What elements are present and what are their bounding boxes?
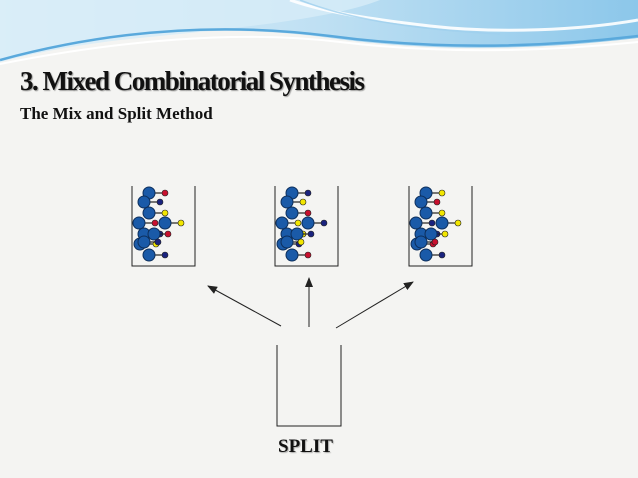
resin-bead bbox=[414, 195, 441, 209]
resin-bead bbox=[280, 235, 305, 249]
resin-bead bbox=[435, 216, 462, 230]
split-label: SPLIT bbox=[278, 436, 333, 457]
building-block bbox=[320, 219, 328, 227]
resin-bead bbox=[285, 206, 312, 220]
vessel-group bbox=[131, 186, 473, 267]
building-block bbox=[433, 198, 441, 206]
split-arrows bbox=[207, 277, 414, 329]
bead bbox=[132, 216, 146, 230]
vessel bbox=[131, 186, 196, 267]
bead bbox=[301, 216, 315, 230]
bead bbox=[275, 216, 289, 230]
resin-bead bbox=[142, 206, 169, 220]
bead bbox=[435, 216, 449, 230]
resin-bead bbox=[301, 216, 328, 230]
resin-bead bbox=[419, 248, 446, 262]
vessel bbox=[408, 186, 473, 267]
slide-title: 3. Mixed Combinatorial Synthesis bbox=[20, 66, 365, 96]
building-block bbox=[294, 219, 302, 227]
building-block bbox=[154, 238, 162, 246]
building-block bbox=[304, 189, 312, 197]
building-block bbox=[297, 238, 305, 246]
resin-bead bbox=[290, 227, 315, 241]
bead bbox=[137, 235, 151, 249]
bead bbox=[290, 227, 304, 241]
building-block bbox=[304, 251, 312, 259]
resin-bead bbox=[409, 216, 436, 230]
bead bbox=[158, 216, 172, 230]
bead bbox=[414, 195, 428, 209]
building-block bbox=[161, 209, 169, 217]
resin-bead bbox=[280, 195, 307, 209]
building-block bbox=[307, 230, 315, 238]
resin-bead bbox=[132, 216, 159, 230]
building-block bbox=[161, 189, 169, 197]
bead bbox=[280, 235, 294, 249]
bead bbox=[285, 248, 299, 262]
building-block bbox=[151, 219, 159, 227]
resin-bead bbox=[419, 206, 446, 220]
resin-bead bbox=[147, 227, 172, 241]
building-block bbox=[428, 219, 436, 227]
building-block bbox=[164, 230, 172, 238]
resin-bead bbox=[414, 235, 439, 249]
resin-bead bbox=[137, 235, 162, 249]
header-wave bbox=[0, 0, 638, 65]
building-block bbox=[431, 238, 439, 246]
resin-bead bbox=[424, 227, 449, 241]
building-block bbox=[299, 198, 307, 206]
vessel-outline bbox=[408, 186, 473, 267]
arrow-right bbox=[335, 281, 414, 329]
resin-bead bbox=[275, 216, 302, 230]
building-block bbox=[454, 219, 462, 227]
resin-bead bbox=[285, 248, 312, 262]
building-block bbox=[161, 251, 169, 259]
bead bbox=[419, 206, 433, 220]
resin-bead bbox=[137, 195, 164, 209]
bead bbox=[409, 216, 423, 230]
arrow-left bbox=[207, 285, 282, 327]
building-block bbox=[438, 189, 446, 197]
bead bbox=[142, 206, 156, 220]
resin-bead bbox=[158, 216, 185, 230]
bead bbox=[419, 248, 433, 262]
vessel bbox=[274, 186, 339, 267]
building-block bbox=[438, 251, 446, 259]
vessel-outline bbox=[274, 186, 339, 267]
bead bbox=[137, 195, 151, 209]
split-vessel bbox=[276, 345, 342, 427]
bead bbox=[142, 248, 156, 262]
bead bbox=[414, 235, 428, 249]
bead bbox=[147, 227, 161, 241]
resin-bead bbox=[142, 248, 169, 262]
bead bbox=[280, 195, 294, 209]
slide-subtitle: The Mix and Split Method bbox=[20, 104, 213, 123]
building-block bbox=[177, 219, 185, 227]
bead bbox=[424, 227, 438, 241]
building-block bbox=[304, 209, 312, 217]
building-block bbox=[438, 209, 446, 217]
building-block bbox=[441, 230, 449, 238]
vessel-outline bbox=[131, 186, 196, 267]
building-block bbox=[156, 198, 164, 206]
bead bbox=[285, 206, 299, 220]
